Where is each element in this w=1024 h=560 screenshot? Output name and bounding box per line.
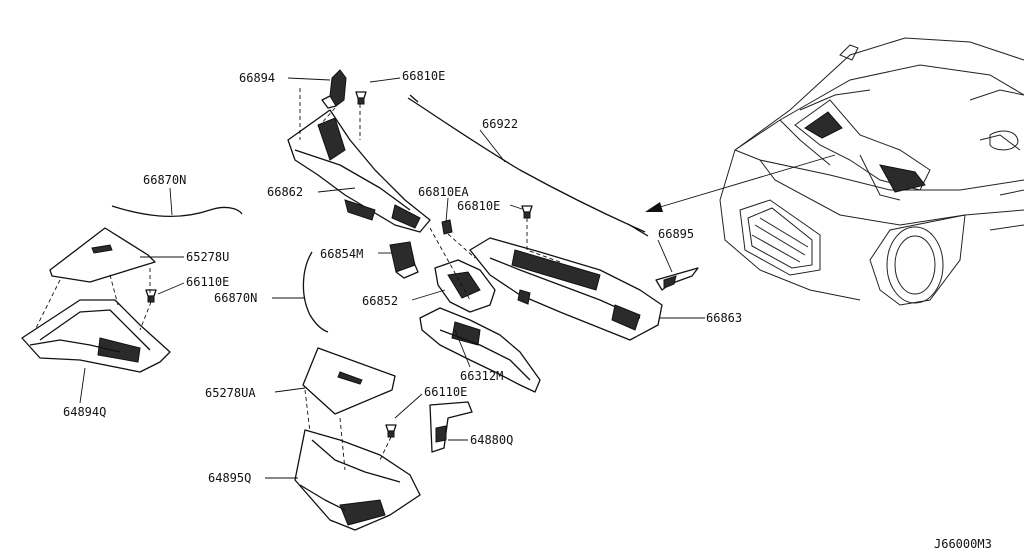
label-66870N-top: 66870N [143, 173, 186, 187]
part-66810EA-clip [441, 219, 453, 235]
label-66894: 66894 [239, 71, 275, 85]
part-labels: 66894 66810E 66922 66870N 66862 66810EA … [63, 69, 742, 485]
label-66110E-bottom: 66110E [424, 385, 467, 399]
label-66810EA: 66810EA [418, 185, 469, 199]
label-66895: 66895 [658, 227, 694, 241]
part-65278UA-drawing [302, 347, 396, 415]
label-66110E-left: 66110E [186, 275, 229, 289]
leader-lines [79, 77, 705, 479]
part-66870N-seal-top-drawing [111, 205, 243, 218]
part-66854M-drawing [389, 241, 419, 279]
part-66110E-clip-left [145, 289, 157, 303]
diagram-code: J66000M3 [934, 537, 992, 551]
label-64895Q: 64895Q [208, 471, 251, 485]
label-66852: 66852 [362, 294, 398, 308]
label-64880Q: 64880Q [470, 433, 513, 447]
label-64894Q: 64894Q [63, 405, 106, 419]
label-66854M: 66854M [320, 247, 363, 261]
label-66810E-right: 66810E [457, 199, 500, 213]
part-66810E-clip-top [355, 91, 367, 105]
part-66852-drawing [434, 259, 496, 313]
part-65278U-drawing [49, 227, 156, 283]
part-64894Q-drawing [21, 299, 171, 373]
assembly-lines [34, 88, 561, 471]
label-66863: 66863 [706, 311, 742, 325]
label-66870N-mid: 66870N [214, 291, 257, 305]
label-65278U: 65278U [186, 250, 229, 264]
part-66810E-clip-right [521, 205, 533, 219]
direction-arrow [645, 154, 836, 212]
part-66895-drawing [655, 267, 699, 291]
label-66312M: 66312M [460, 369, 503, 383]
part-66922-seal-drawing [407, 94, 649, 237]
part-66862-cowl-left-drawing [287, 109, 431, 233]
label-65278UA: 65278UA [205, 386, 256, 400]
part-66110E-clip-bottom [385, 424, 397, 438]
vehicle-illustration [719, 37, 1024, 306]
part-64895Q-drawing [294, 429, 421, 531]
label-66922: 66922 [482, 117, 518, 131]
part-64880Q-drawing [429, 401, 473, 453]
part-66894-drawing [321, 69, 347, 109]
part-66863-cowl-right-drawing [469, 237, 663, 341]
label-66810E-top: 66810E [402, 69, 445, 83]
label-66862: 66862 [267, 185, 303, 199]
part-66870N-seal-mid-drawing [302, 251, 329, 333]
